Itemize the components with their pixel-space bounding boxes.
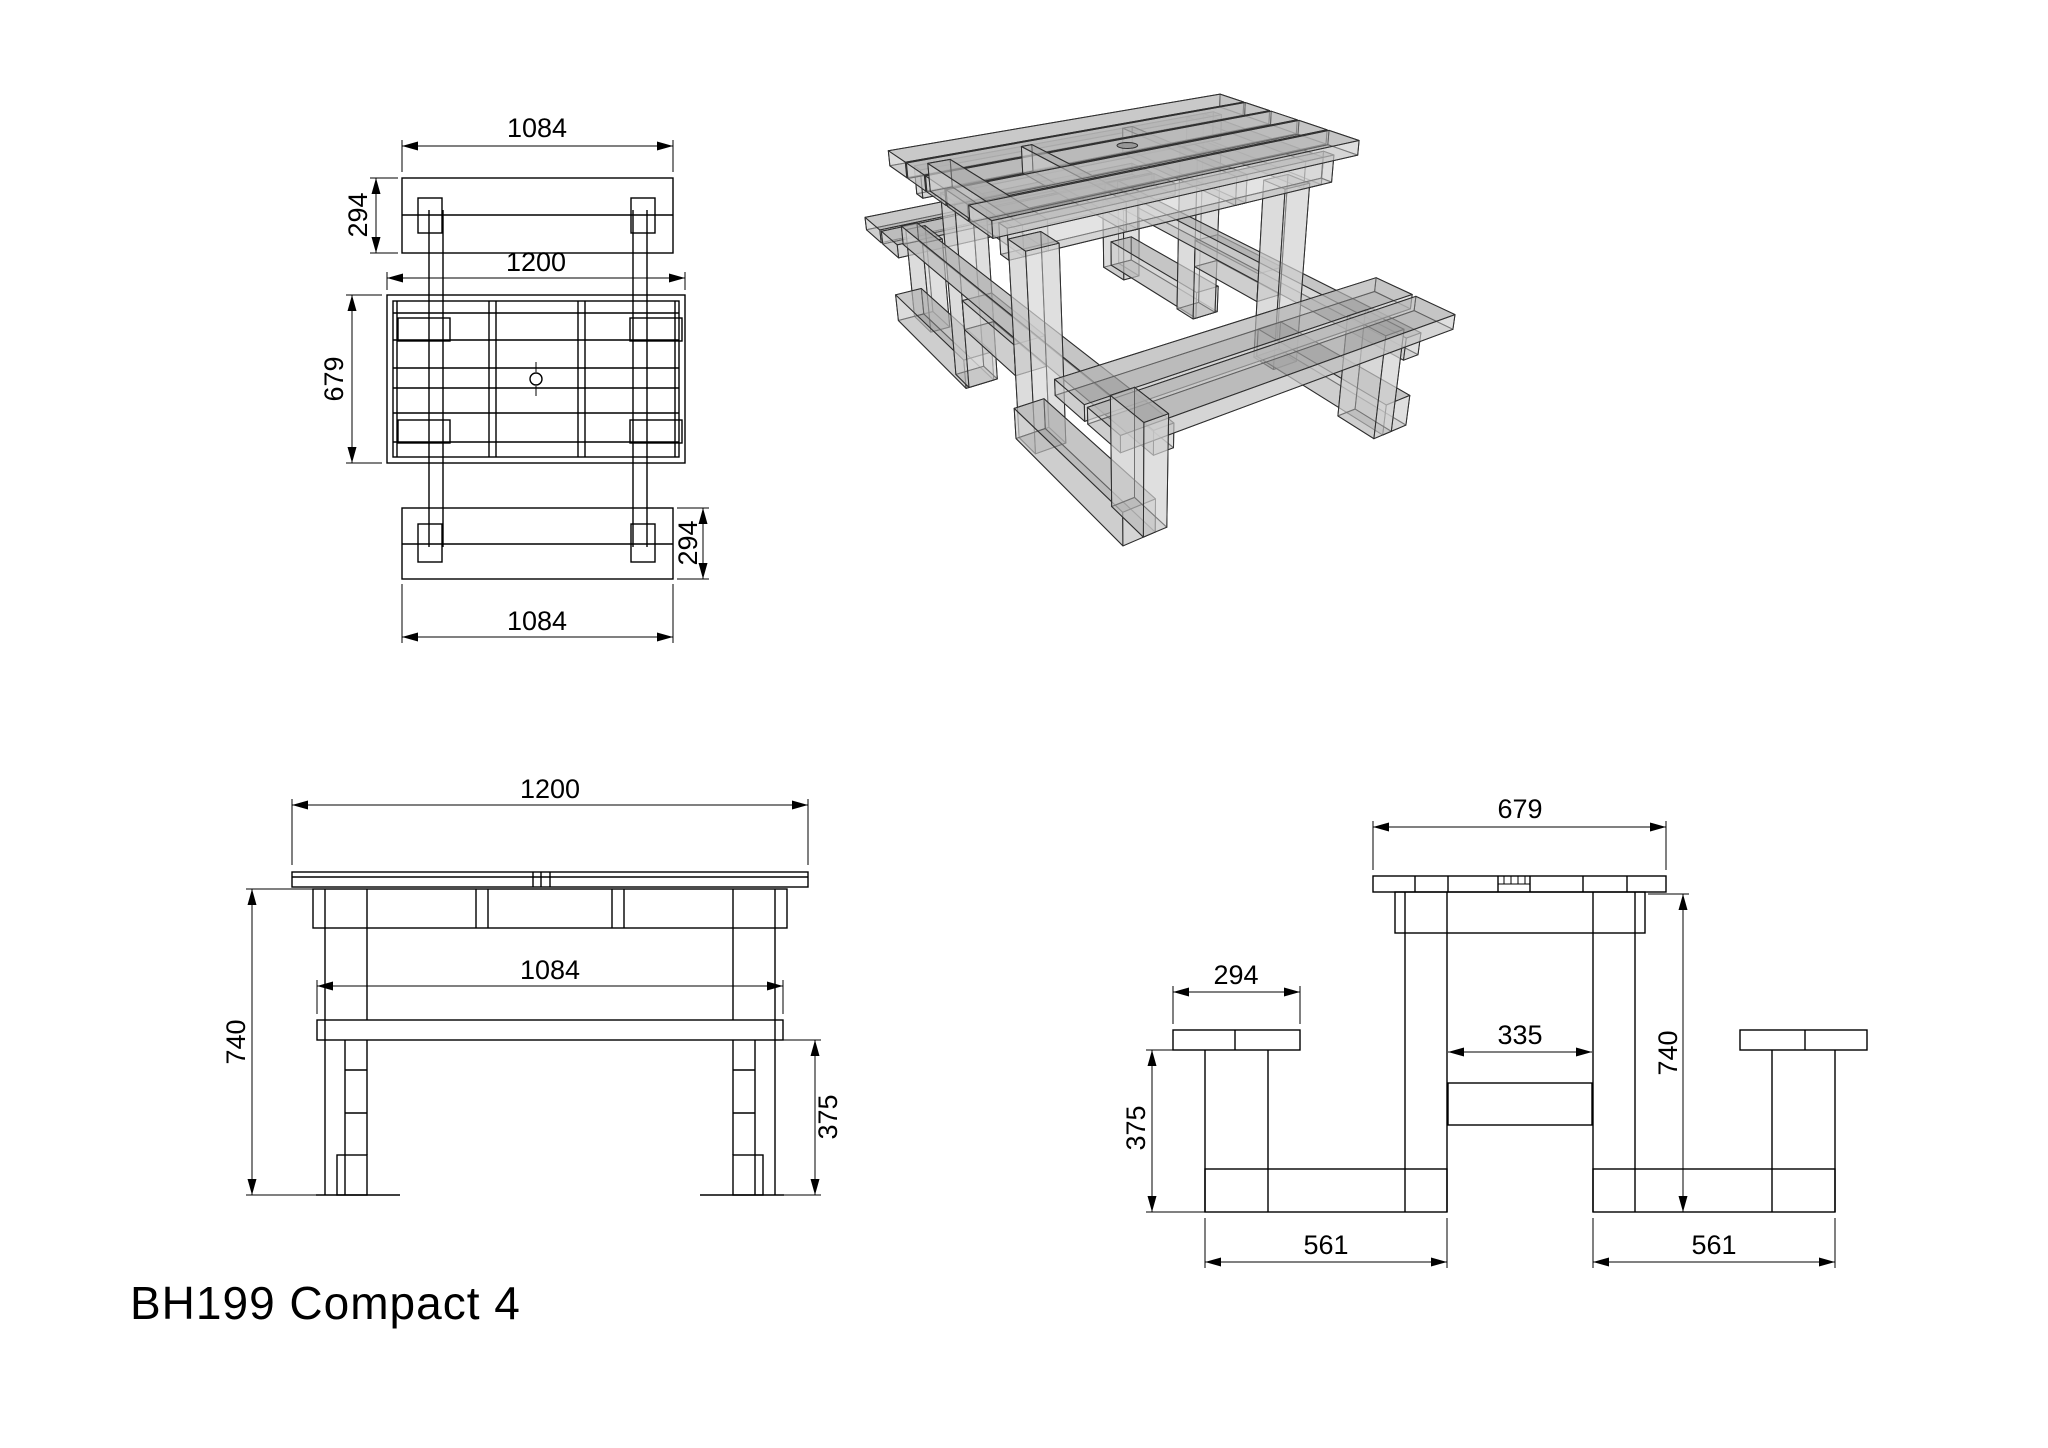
dimension-label: 679 — [319, 356, 349, 401]
dimension-label: 294 — [343, 192, 373, 237]
dimension-label: 740 — [1653, 1030, 1683, 1075]
dimension-label: 335 — [1497, 1020, 1542, 1050]
dimension-label: 1084 — [507, 113, 567, 143]
dimension-label: 679 — [1497, 794, 1542, 824]
umbrella-hole-3d — [1116, 141, 1139, 150]
side-view: 679 294 335 740 375 561 561 — [1121, 794, 1868, 1268]
dimension-label: 1200 — [506, 247, 566, 277]
dimension-label: 294 — [1213, 960, 1258, 990]
dimension-label: 740 — [221, 1019, 251, 1064]
dimension-label: 1084 — [507, 606, 567, 636]
dimension-label: 375 — [813, 1094, 843, 1139]
dimension-label: 561 — [1303, 1230, 1348, 1260]
dimension-label: 561 — [1691, 1230, 1736, 1260]
umbrella-hole-plan — [529, 372, 543, 386]
dimension-label: 1084 — [520, 955, 580, 985]
dimension-label: 375 — [1121, 1105, 1151, 1150]
dimension-label: 1200 — [520, 774, 580, 804]
drawing-title: BH199 Compact 4 — [130, 1277, 521, 1329]
iso-3d-view — [864, 93, 1456, 547]
front-view: 1200 1084 740 375 — [221, 774, 843, 1196]
plan-view: 1084 294 1200 679 294 1084 — [319, 113, 709, 643]
dimension-label: 294 — [673, 520, 703, 565]
